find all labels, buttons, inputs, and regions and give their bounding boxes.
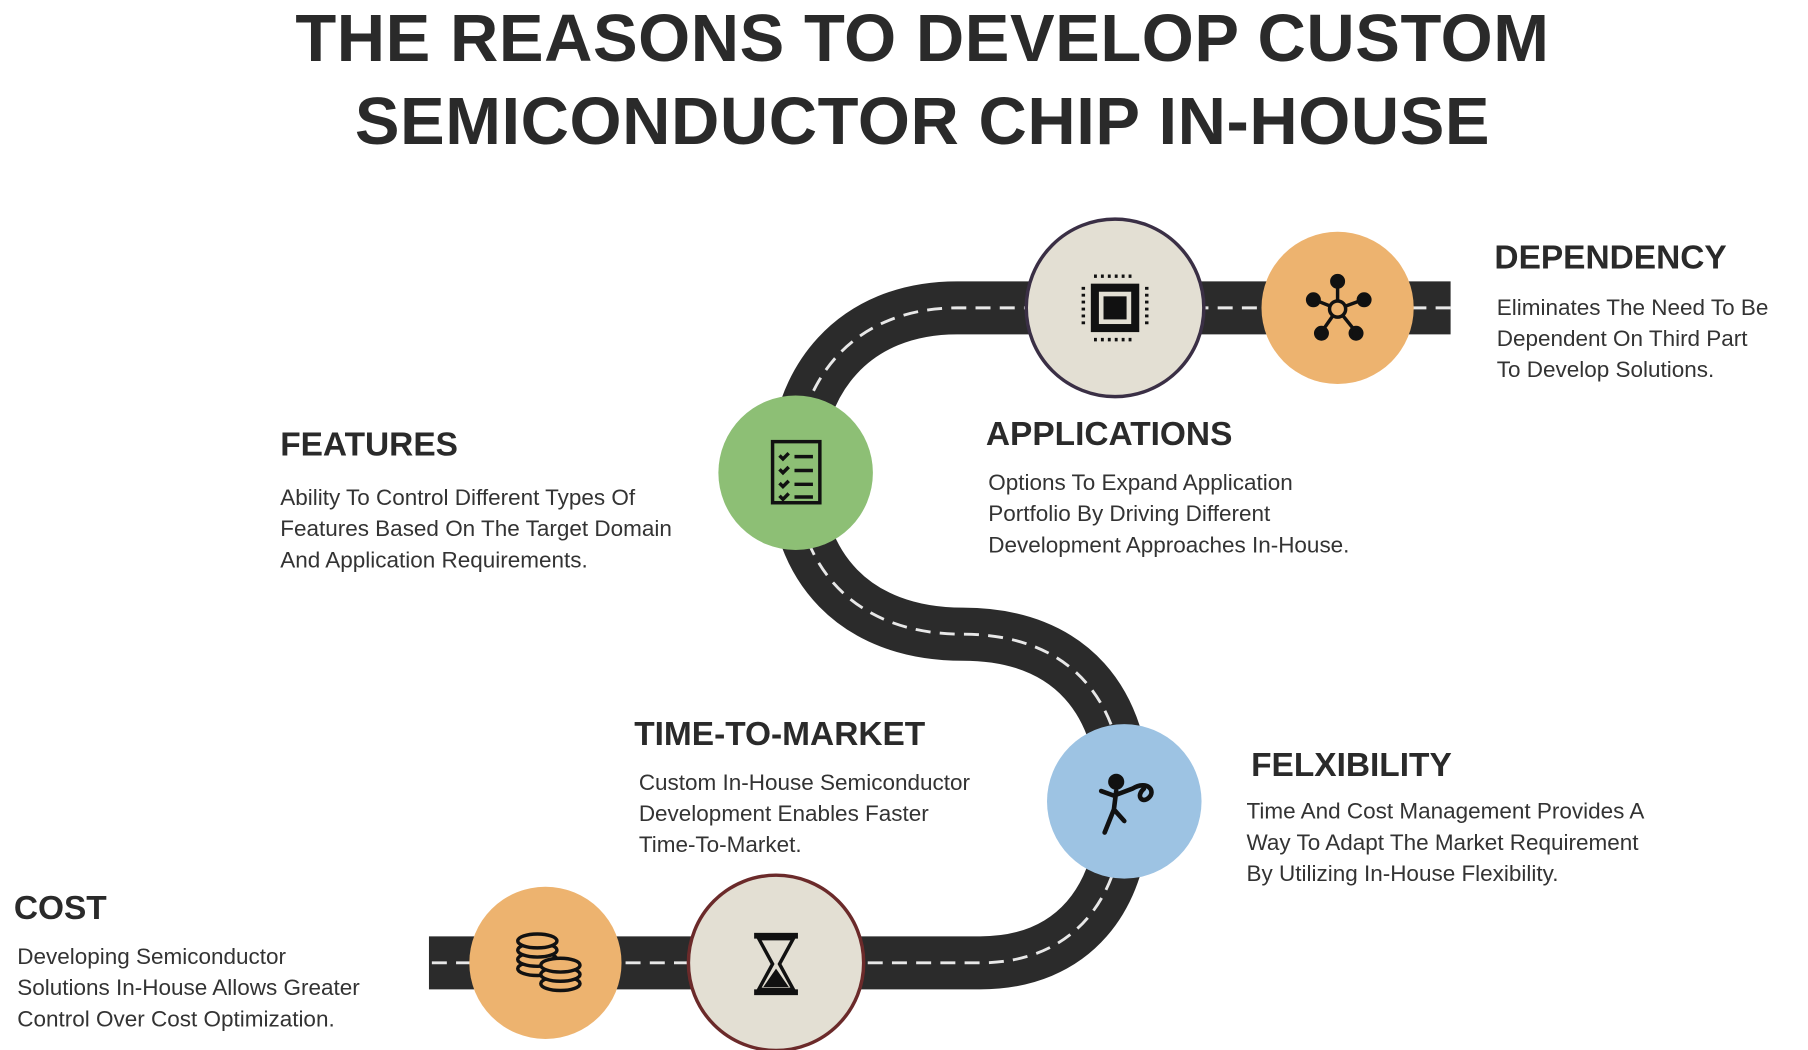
dependency-heading: DEPENDENCY [1494, 239, 1727, 277]
hourglass-icon [754, 932, 798, 996]
dependency-node [1261, 231, 1414, 384]
chip-icon [1081, 274, 1149, 342]
time-to-market-node [686, 873, 866, 1050]
gymnast-icon [1098, 773, 1154, 835]
dependency-body: Eliminates The Need To Be Dependent On T… [1496, 295, 1769, 383]
cost-node [469, 886, 622, 1039]
features-node [718, 395, 873, 551]
checklist-icon [770, 439, 822, 505]
applications-heading: APPLICATIONS [985, 416, 1233, 454]
road-dashes [428, 306, 1451, 965]
flexibility-node [1047, 724, 1202, 879]
flexibility-heading: FELXIBILITY [1251, 747, 1452, 785]
cost-body: Developing Semiconductor Solutions In-Ho… [17, 944, 360, 1033]
flexibility-body: Time And Cost Management Provides A Way … [1246, 799, 1645, 887]
coins-icon [516, 932, 582, 993]
time-to-market-heading: TIME-TO-MARKET [634, 716, 926, 753]
features-body: Ability To Control Different Types Of Fe… [280, 485, 672, 574]
page-title: THE REASONS TO DEVELOP CUSTOM SEMICONDUC… [0, 0, 1808, 164]
network-icon [1305, 273, 1372, 341]
features-heading: FEATURES [280, 426, 458, 464]
title-line-1: THE REASONS TO DEVELOP CUSTOM [295, 1, 1550, 77]
title-line-2: SEMICONDUCTOR CHIP IN-HOUSE [354, 84, 1491, 160]
cost-heading: COST [13, 890, 107, 928]
time-to-market-body: Custom In-House Semiconductor Developmen… [638, 770, 971, 858]
applications-node [1024, 217, 1206, 399]
applications-body: Options To Expand Application Portfolio … [988, 470, 1350, 559]
